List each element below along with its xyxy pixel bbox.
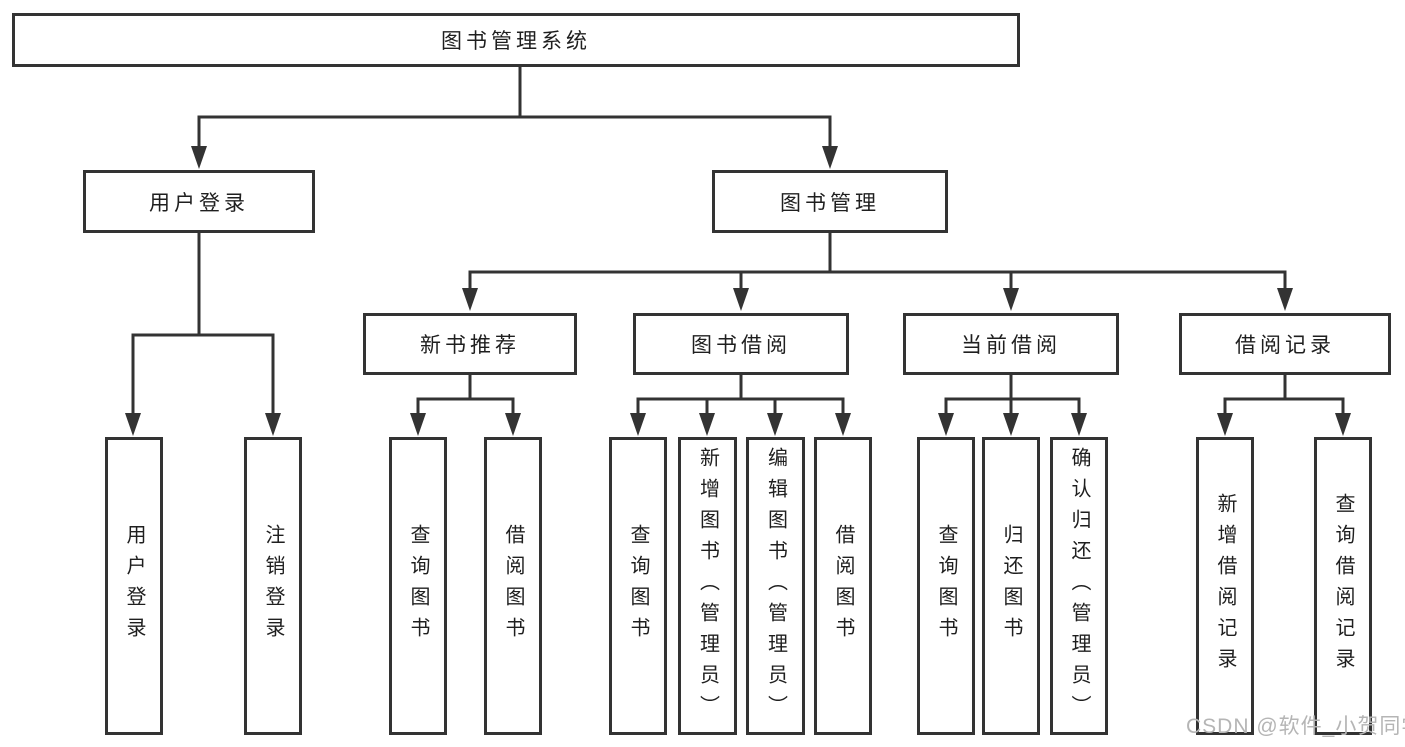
csdn-watermark: CSDN @软件_小贺同学: [1186, 715, 1405, 738]
arrowhead-down: [822, 146, 838, 169]
node-leaf-query-books-current: 查询图书: [917, 437, 975, 735]
node-root: 图书管理系统: [12, 13, 1020, 67]
node-leaf-confirm-return-admin: 确认归还（管理员）: [1050, 437, 1108, 735]
node-leaf-add-book-admin-label: 新增图书（管理员）: [696, 446, 719, 726]
connector-userlogin-to-leaves: [131, 231, 275, 418]
arrowhead-down: [410, 413, 426, 436]
connector-records-to-leaves: [1223, 373, 1345, 418]
node-leaf-query-borrow-record-label: 查询借阅记录: [1332, 493, 1354, 679]
node-leaf-borrow-books-recommend-label: 借阅图书: [502, 524, 524, 648]
node-leaf-add-borrow-record: 新增借阅记录: [1196, 437, 1254, 735]
node-leaf-add-borrow-record-label: 新增借阅记录: [1214, 493, 1236, 679]
arrowhead-down: [191, 146, 207, 169]
node-leaf-query-books-current-label: 查询图书: [935, 524, 957, 648]
node-leaf-return-book-label: 归还图书: [1000, 524, 1022, 648]
node-current-borrow-label: 当前借阅: [961, 334, 1061, 357]
arrowhead-down: [1003, 288, 1019, 311]
arrowhead-down: [265, 413, 281, 436]
arrowhead-down: [733, 288, 749, 311]
node-leaf-query-books-borrow-label: 查询图书: [627, 524, 649, 648]
arrowhead-down: [938, 413, 954, 436]
arrowhead-down: [1277, 288, 1293, 311]
arrowhead-down: [1335, 413, 1351, 436]
arrowhead-down: [767, 413, 783, 436]
connector-root-to-level2: [197, 65, 832, 151]
node-new-book-recommend-label: 新书推荐: [420, 334, 520, 357]
connector-bookmgmt-to-level3: [468, 231, 1287, 293]
node-leaf-edit-book-admin: 编辑图书（管理员）: [746, 437, 805, 735]
node-leaf-logout-label: 注销登录: [262, 524, 284, 648]
arrowhead-down: [1217, 413, 1233, 436]
arrowhead-down: [630, 413, 646, 436]
node-book-borrow: 图书借阅: [633, 313, 849, 375]
node-leaf-query-books-borrow: 查询图书: [609, 437, 667, 735]
node-leaf-borrow-books-recommend: 借阅图书: [484, 437, 542, 735]
node-leaf-confirm-return-admin-label: 确认归还（管理员）: [1068, 446, 1090, 726]
node-leaf-query-books-recommend: 查询图书: [389, 437, 447, 735]
arrowhead-down: [1071, 413, 1087, 436]
arrowhead-down: [125, 413, 141, 436]
node-borrow-records: 借阅记录: [1179, 313, 1391, 375]
node-leaf-logout: 注销登录: [244, 437, 302, 735]
node-leaf-user-login: 用户登录: [105, 437, 163, 735]
node-leaf-borrow-books: 借阅图书: [814, 437, 872, 735]
connector-currentborrow-to-leaves: [944, 373, 1081, 418]
arrowhead-down: [505, 413, 521, 436]
arrowhead-down: [699, 413, 715, 436]
node-current-borrow: 当前借阅: [903, 313, 1119, 375]
node-root-label: 图书管理系统: [441, 30, 591, 53]
arrowhead-down: [462, 288, 478, 311]
node-leaf-query-books-recommend-label: 查询图书: [407, 524, 429, 648]
node-borrow-records-label: 借阅记录: [1235, 334, 1335, 357]
connector-newbook-to-leaves: [416, 373, 515, 418]
node-leaf-edit-book-admin-label: 编辑图书（管理员）: [764, 446, 787, 726]
arrowhead-down: [835, 413, 851, 436]
node-book-borrow-label: 图书借阅: [691, 334, 791, 357]
node-leaf-user-login-label: 用户登录: [123, 524, 145, 648]
node-leaf-add-book-admin: 新增图书（管理员）: [678, 437, 737, 735]
node-user-login-label: 用户登录: [149, 191, 249, 215]
connector-bookborrow-to-leaves: [636, 373, 845, 418]
node-new-book-recommend: 新书推荐: [363, 313, 577, 375]
node-leaf-borrow-books-label: 借阅图书: [832, 524, 854, 648]
node-leaf-query-borrow-record: 查询借阅记录: [1314, 437, 1372, 735]
node-user-login: 用户登录: [83, 170, 315, 233]
arrowhead-down: [1003, 413, 1019, 436]
node-leaf-return-book: 归还图书: [982, 437, 1040, 735]
node-book-management-label: 图书管理: [780, 191, 880, 215]
node-book-management: 图书管理: [712, 170, 948, 233]
